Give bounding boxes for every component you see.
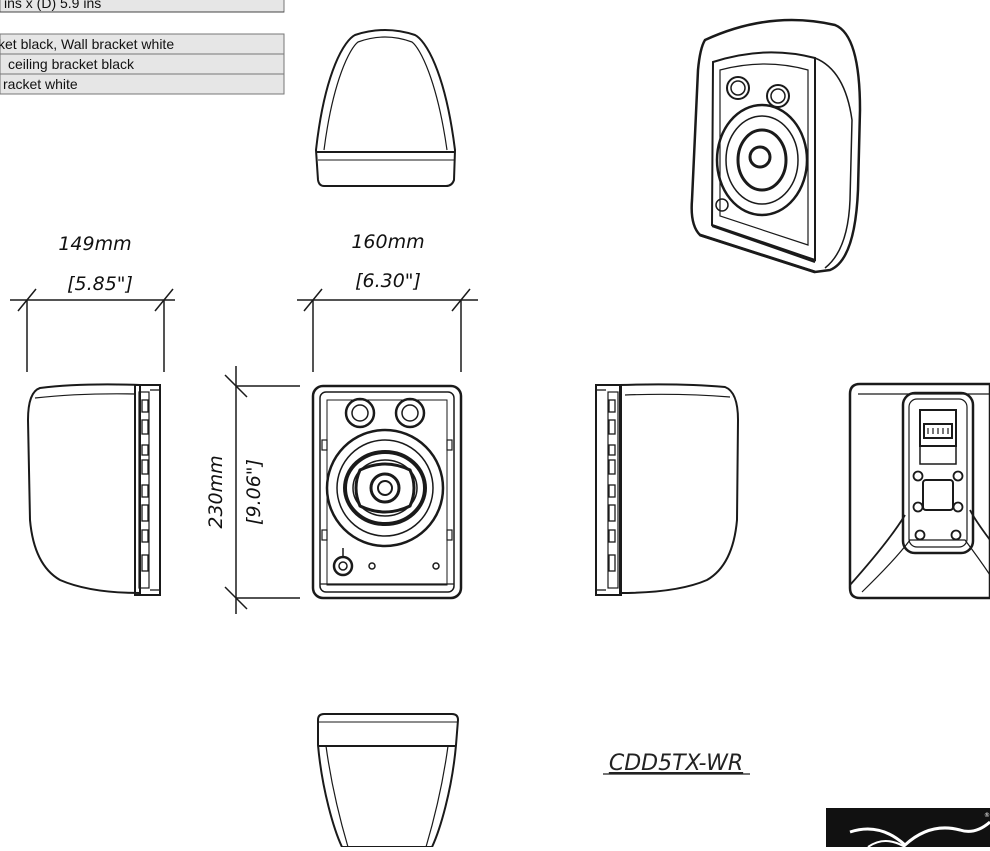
right-side-view bbox=[595, 383, 740, 596]
depth-mm-label: 149mm bbox=[58, 233, 131, 255]
depth-dimension bbox=[10, 288, 175, 372]
width-in-label: [6.30"] bbox=[355, 270, 421, 292]
spec-row-1: ins x (D) 5.9 ins bbox=[4, 0, 101, 11]
width-dimension bbox=[297, 288, 478, 372]
brand-logo: ® bbox=[826, 808, 990, 848]
width-mm-label: 160mm bbox=[351, 231, 424, 253]
front-view bbox=[311, 384, 463, 600]
height-in-label: [9.06"] bbox=[243, 459, 265, 525]
height-dimension bbox=[224, 366, 300, 614]
spec-row-4: ceiling bracket black bbox=[8, 56, 135, 72]
left-side-view bbox=[26, 383, 161, 596]
svg-text:®: ® bbox=[984, 812, 990, 819]
spec-table bbox=[0, 0, 285, 95]
height-mm-label: 230mm bbox=[205, 455, 227, 528]
spec-row-3: ket black, Wall bracket white bbox=[0, 36, 174, 52]
top-view bbox=[314, 29, 457, 187]
depth-in-label: [5.85"] bbox=[67, 273, 133, 295]
isometric-view bbox=[690, 18, 862, 274]
spec-row-5: racket white bbox=[3, 76, 78, 92]
rear-view bbox=[848, 382, 990, 600]
bottom-view bbox=[317, 713, 460, 848]
model-label: CDD5TX-WR bbox=[609, 751, 743, 776]
